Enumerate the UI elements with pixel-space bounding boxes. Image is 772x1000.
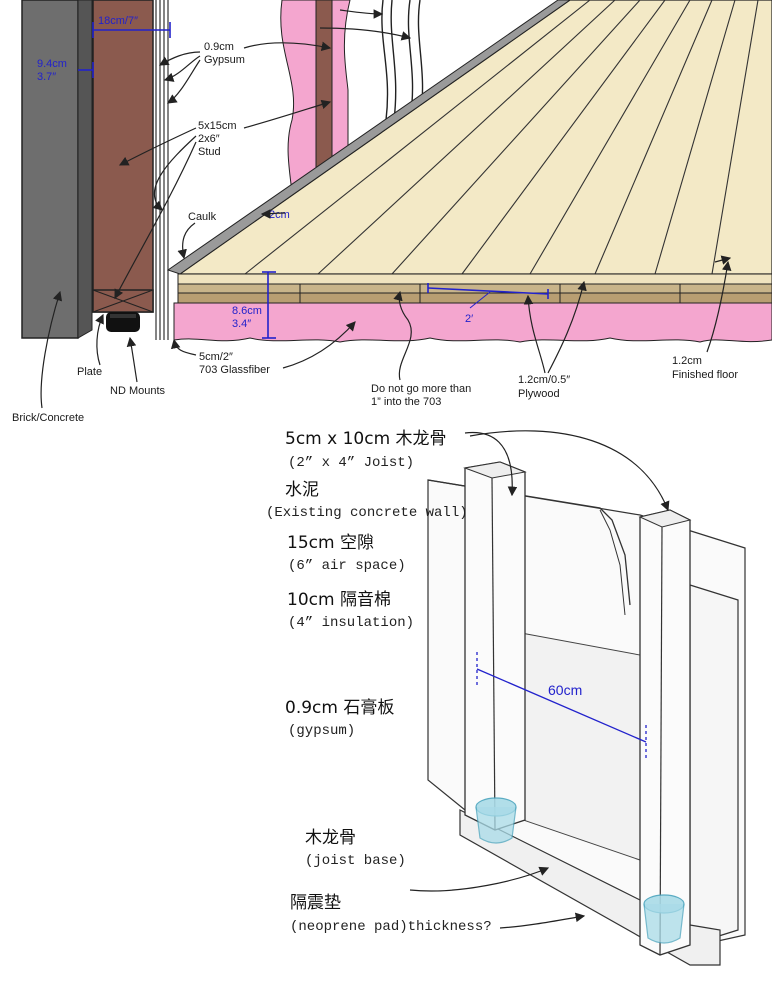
dim-60cm-line [476,652,647,760]
annotation-arrows [40,9,732,409]
plywood-label-size: 1.2cm/0.5″ [518,374,570,386]
gypsum-layers [155,0,169,340]
dim-gap-cm: 9.4cm [37,58,67,70]
glassfiber-703 [173,302,772,343]
stud-label-name: Stud [198,146,221,158]
top-cross-section: 18cm/7″ 9.4cm 3.7″ 2cm 8.6cm 3.4″ 2′ [12,0,772,424]
concrete-label-en: (Existing concrete wall) [266,505,468,521]
nd-mounts-label: ND Mounts [110,385,166,397]
glassfiber-label-size: 5cm/2″ [199,351,233,363]
concrete-label-cn: 水泥 [285,480,319,500]
gypsum-panel [689,584,739,946]
air-space-label-cn: 15cm 空隙 [287,533,374,553]
gypsum-label-name: Gypsum [204,54,245,66]
dim-60cm: 60cm [548,682,582,698]
joist-label-en: (2” x 4” Joist) [288,455,414,471]
dim-gap-in: 3.7″ [37,71,56,83]
back-stud [315,0,333,171]
stud-label-imperial: 2x6″ [198,133,220,145]
nd-mount [106,312,140,332]
bottom-isometric-wall: 60cm 5cm x 10cm 木龙骨 (2” x 4” Joist) 水泥 (… [266,429,746,966]
finished-floor [178,0,772,275]
floor-board-lines [244,0,759,275]
joist-right [638,509,692,956]
gypsum-label-size: 0.9cm [204,41,234,53]
plate-label: Plate [77,366,102,378]
brick-concrete-wall [21,0,79,339]
insulation-label-cn: 10cm 隔音棉 [287,590,391,610]
joist-base-label-cn: 木龙骨 [305,828,356,848]
gypsum-label-cn: 0.9cm 石膏板 [285,697,394,718]
joist-left [463,461,527,831]
warning-label-line1: Do not go more than [371,383,471,395]
caulk-label: Caulk [188,211,217,223]
warning-label-line2: 1” into the 703 [371,396,441,408]
finished-floor-label-name: Finished floor [672,369,738,381]
dim-spacing-top: 2′ [465,313,473,325]
neoprene-pad-right [643,894,685,944]
plywood-label-name: Plywood [518,388,560,400]
glassfiber-label-name: 703 Glassfiber [199,364,270,376]
brick-concrete-label: Brick/Concrete [12,412,84,424]
bottom-annotation-arrows [409,430,670,929]
dim-floor-height-in: 3.4″ [232,318,251,330]
neoprene-label-en: (neoprene pad)thickness? [290,919,492,935]
dim-caulk-gap: 2cm [269,209,290,221]
neoprene-label-cn: 隔震垫 [290,893,341,913]
neoprene-pad-left [475,797,517,844]
joist-label-cn: 5cm x 10cm 木龙骨 [285,429,447,449]
dim-floor-height-cm: 8.6cm [232,305,262,317]
air-space-label-en: (6” air space) [288,558,406,574]
plywood-layer [177,283,772,294]
gypsum-label-en: (gypsum) [288,723,355,739]
dim-wall-width: 18cm/7″ [98,15,138,27]
joist-base-label-en: (joist base) [305,853,406,869]
stud [92,0,154,313]
finished-floor-label-size: 1.2cm [672,355,702,367]
stud-label-metric: 5x15cm [198,120,237,132]
dimension-marks [78,22,549,339]
insulation-label-en: (4” insulation) [288,615,414,631]
